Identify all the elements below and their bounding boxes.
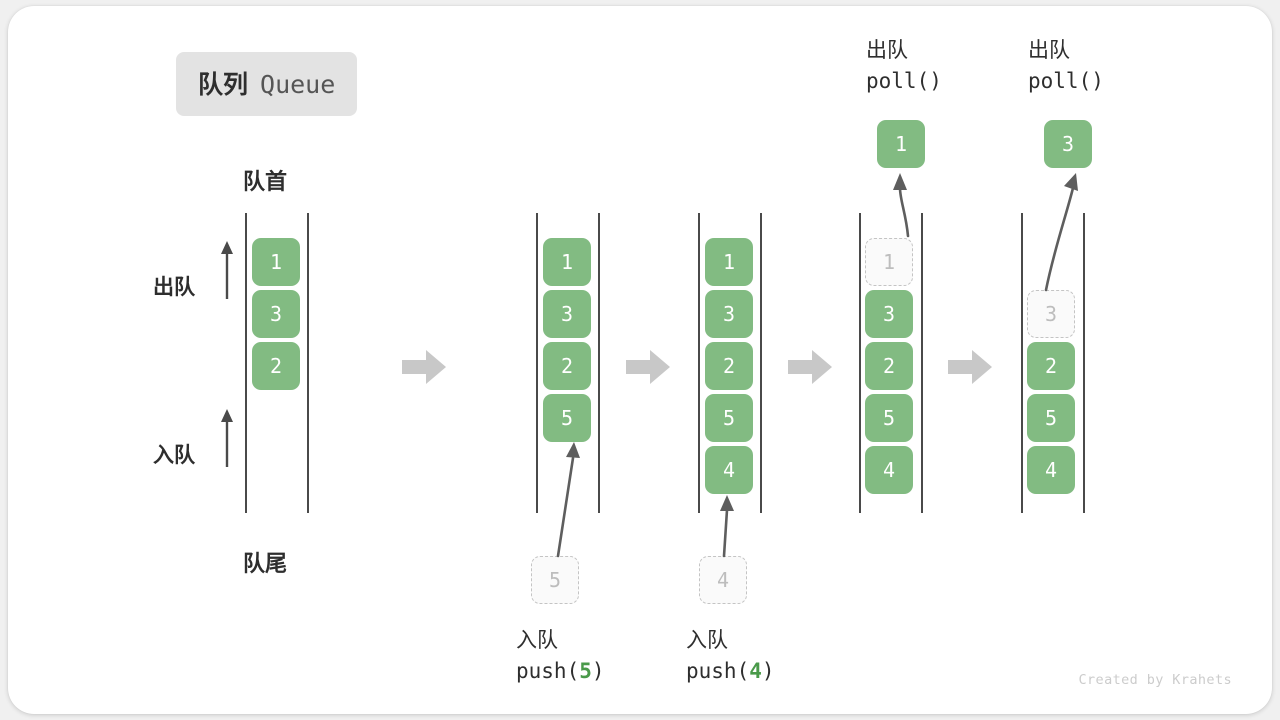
enqueue-side-label: 入队 (153, 444, 195, 467)
title-cn: 队列 (198, 71, 249, 99)
caption-push5-line2: push(5) (516, 659, 605, 684)
caption-push4-line1: 入队 (686, 629, 728, 652)
col4-cell-0-ghost: 1 (865, 238, 913, 286)
col3-cell-2: 2 (705, 342, 753, 390)
col5-cell-4: 4 (1027, 446, 1075, 494)
caption-poll1-line1: 出队 (866, 39, 908, 62)
col2-cell-1: 3 (543, 290, 591, 338)
title-en: Queue (260, 70, 336, 99)
col5-outgoing-cell: 3 (1044, 120, 1092, 168)
col5-cell-1-ghost: 3 (1027, 290, 1075, 338)
caption-poll1: 出队 poll() (866, 36, 942, 97)
col2-incoming-ghost-cell: 5 (531, 556, 579, 604)
push4-insert-arrow (720, 495, 734, 558)
queue-front-label: 队首 (243, 169, 288, 194)
step-arrow-2 (626, 350, 670, 384)
caption-poll2-line1: 出队 (1028, 39, 1070, 62)
col2-rail-left (536, 213, 538, 513)
diagram-card: 队列 Queue 队首 队尾 出队 入队 1 3 2 1 (8, 6, 1272, 714)
col2-cell-0: 1 (543, 238, 591, 286)
col4-rail-left (859, 213, 861, 513)
col5-rail-left (1021, 213, 1023, 513)
col4-rail-right (921, 213, 923, 513)
col2-cell-2: 2 (543, 342, 591, 390)
col3-rail-left (698, 213, 700, 513)
col5-cell-3: 5 (1027, 394, 1075, 442)
col1-cell-1: 3 (252, 290, 300, 338)
col5-cell-2: 2 (1027, 342, 1075, 390)
caption-push4: 入队 push(4) (686, 626, 775, 687)
step-arrow-1 (402, 350, 446, 384)
col3-incoming-ghost-cell: 4 (699, 556, 747, 604)
col5-rail-right (1083, 213, 1085, 513)
col1-cell-2: 2 (252, 342, 300, 390)
col2-rail-right (598, 213, 600, 513)
col1-rail-right (307, 213, 309, 513)
col4-cell-2: 2 (865, 342, 913, 390)
dequeue-side-label: 出队 (153, 276, 195, 299)
footer-credit: Created by Krahets (1078, 672, 1232, 688)
dequeue-direction-arrow (221, 241, 233, 299)
col3-cell-1: 3 (705, 290, 753, 338)
col3-cell-3: 5 (705, 394, 753, 442)
push5-insert-arrow (556, 442, 580, 558)
caption-push5-line1: 入队 (516, 629, 558, 652)
caption-push4-line2: push(4) (686, 659, 775, 684)
col4-cell-3: 5 (865, 394, 913, 442)
caption-poll1-line2: poll() (866, 69, 942, 94)
queue-rear-label: 队尾 (243, 551, 288, 576)
col4-outgoing-cell: 1 (877, 120, 925, 168)
enqueue-direction-arrow (221, 409, 233, 467)
col1-rail-left (245, 213, 247, 513)
col4-cell-4: 4 (865, 446, 913, 494)
step-arrow-4 (948, 350, 992, 384)
col2-cell-3: 5 (543, 394, 591, 442)
col3-cell-4: 4 (705, 446, 753, 494)
caption-push5: 入队 push(5) (516, 626, 605, 687)
poll2-remove-arrow (1044, 173, 1078, 292)
poll1-remove-arrow (893, 173, 910, 238)
title-badge: 队列 Queue (176, 52, 358, 116)
step-arrow-3 (788, 350, 832, 384)
col4-cell-1: 3 (865, 290, 913, 338)
col3-rail-right (760, 213, 762, 513)
col3-cell-0: 1 (705, 238, 753, 286)
col1-cell-0: 1 (252, 238, 300, 286)
caption-poll2-line2: poll() (1028, 69, 1104, 94)
caption-poll2: 出队 poll() (1028, 36, 1104, 97)
